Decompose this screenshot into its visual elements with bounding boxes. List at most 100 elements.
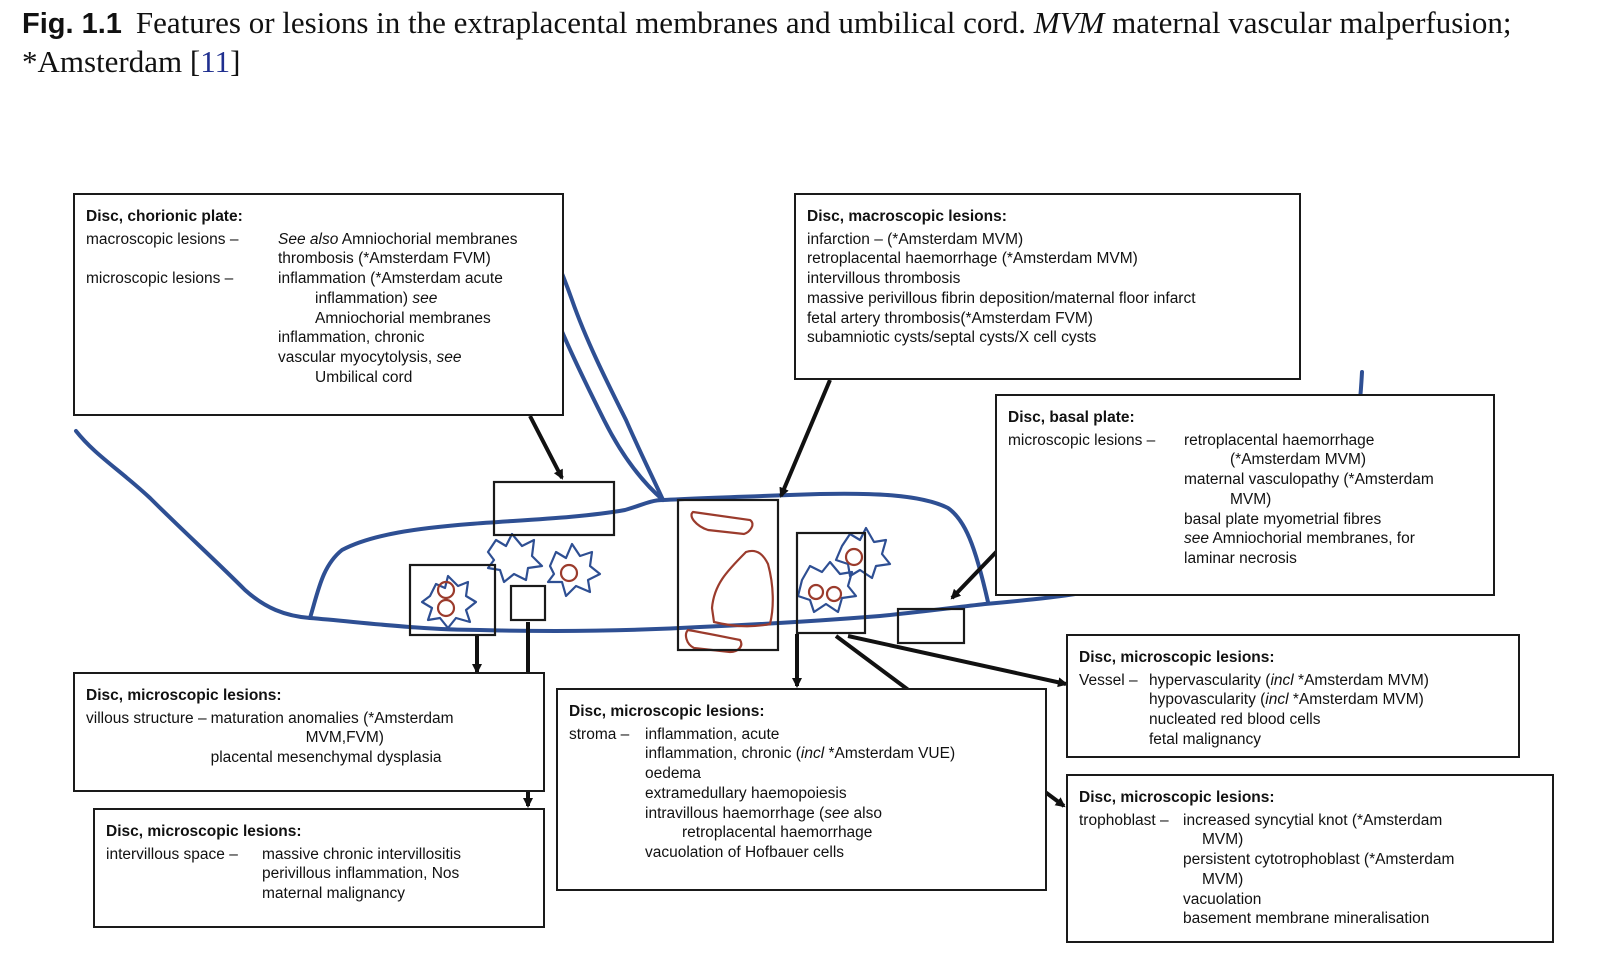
lesion-item: retroplacental haemorrhage (*Amsterdam M… — [807, 250, 1138, 268]
arrow-chorionic-plate — [528, 415, 564, 480]
caption-text-c: *Amsterdam [ — [22, 44, 201, 79]
see-text: see — [436, 348, 462, 366]
see-text: see — [824, 804, 850, 822]
micro-row: microscopic lesions – inflammation (*Ams… — [86, 269, 551, 387]
lesion-circle-1 — [436, 580, 456, 600]
lesion-item: perivillous inflammation, Nos — [262, 865, 460, 883]
row-label: villous structure – — [86, 709, 207, 727]
vessel-row: Vessel – hypervascularity (incl *Amsterd… — [1079, 671, 1507, 750]
caption-reference-link[interactable]: 11 — [200, 44, 231, 79]
region-stroma — [795, 531, 867, 635]
lesion-item: vacuolation of Hofbauer cells — [645, 843, 845, 861]
lesion-item: persistent cytotrophoblast (*Amsterdam — [1183, 851, 1455, 869]
lesion-item: Amniochorial membranes — [341, 230, 518, 248]
lesion-item: maternal vasculopathy (*Amsterdam — [1184, 471, 1434, 489]
box-title: Disc, chorionic plate: — [86, 208, 243, 225]
trophoblast-row: trophoblast – increased syncytial knot (… — [1079, 811, 1541, 929]
infarct-shape-2 — [710, 549, 774, 628]
box-title: Disc, basal plate: — [1008, 409, 1135, 426]
lesion-item: fetal artery thrombosis(*Amsterdam FVM) — [807, 309, 1093, 327]
row-label: microscopic lesions – — [86, 270, 234, 288]
stroma-row: stroma – inflammation, acute inflammatio… — [569, 725, 1034, 863]
infarct-shape-3 — [684, 628, 743, 654]
caption-text-b: maternal vascular malperfusion; — [1112, 5, 1512, 40]
lesion-item: Amniochorial membranes, for — [1212, 530, 1415, 548]
lesion-item: MVM) — [1202, 870, 1244, 888]
lesion-item: also — [853, 804, 882, 822]
arrow-basal-plate — [950, 546, 1002, 600]
lesion-circle-5 — [807, 583, 825, 601]
lesion-circle-4 — [844, 547, 864, 567]
lesion-circle-6 — [825, 585, 843, 603]
box-basal-plate: Disc, basal plate: microscopic lesions –… — [995, 394, 1495, 596]
lesion-item: placental mesenchymal dysplasia — [210, 749, 442, 767]
region-intervillous — [509, 584, 547, 622]
villus-outline-5 — [796, 560, 858, 614]
lesion-item: nucleated red blood cells — [1149, 711, 1321, 729]
lesion-item: vacuolation — [1183, 890, 1262, 908]
lesion-item: maturation anomalies (*Amsterdam — [210, 709, 454, 727]
box-trophoblast: Disc, microscopic lesions: trophoblast –… — [1066, 774, 1554, 943]
row-label: stroma – — [569, 725, 630, 743]
villous-row: villous structure – maturation anomalies… — [86, 709, 532, 768]
lesion-item: laminar necrosis — [1184, 549, 1297, 567]
lesion-item: inflammation, chronic — [278, 329, 425, 347]
row-label: macroscopic lesions – — [86, 230, 239, 248]
see-text: see — [412, 289, 438, 307]
region-basal-plate — [896, 607, 966, 645]
see-also-text: See also — [278, 230, 339, 248]
lesion-item: massive chronic intervillositis — [262, 845, 461, 863]
region-macroscopic — [676, 498, 780, 652]
box-title: Disc, microscopic lesions: — [86, 687, 282, 704]
box-title: Disc, microscopic lesions: — [569, 703, 765, 720]
lesion-item: MVM) — [1202, 831, 1244, 849]
lesion-circle-2 — [436, 598, 456, 618]
box-stroma: Disc, microscopic lesions: stroma – infl… — [556, 688, 1047, 891]
box-title: Disc, microscopic lesions: — [106, 823, 302, 840]
lesion-item: oedema — [645, 765, 702, 783]
lesion-item: retroplacental haemorrhage — [1184, 431, 1375, 449]
villus-outline-4 — [834, 526, 892, 580]
lesion-item: MVM,FVM) — [305, 729, 384, 747]
lesion-item: inflammation, chronic ( — [645, 745, 801, 763]
lesion-item: Amniochorial membranes — [315, 309, 491, 327]
lesion-item: vascular myocytolysis, — [278, 348, 433, 366]
incl-text: incl — [1265, 691, 1289, 709]
lesion-item: basement membrane mineralisation — [1183, 910, 1430, 928]
disc-basal-outline — [308, 602, 987, 633]
lesion-item: infarction – (*Amsterdam MVM) — [807, 230, 1024, 248]
caption-abbr: MVM — [1033, 5, 1105, 40]
figure-label: Fig. 1.1 — [22, 8, 122, 40]
lesion-item: retroplacental haemorrhage — [682, 824, 873, 842]
box-title: Disc, microscopic lesions: — [1079, 649, 1275, 666]
row-label: Vessel – — [1079, 671, 1138, 689]
lesion-item: fetal malignancy — [1149, 730, 1262, 748]
lesion-item: hypovascularity ( — [1149, 691, 1266, 709]
box-intervillous-space: Disc, microscopic lesions: intervillous … — [93, 808, 545, 928]
lesion-item: (*Amsterdam MVM) — [1230, 451, 1367, 469]
see-text: see — [1184, 530, 1209, 548]
intervillous-row: intervillous space – massive chronic int… — [106, 845, 532, 904]
villus-outline-1 — [420, 574, 478, 630]
box-macroscopic-lesions: Disc, macroscopic lesions: infarction – … — [794, 193, 1301, 380]
macro-row: macroscopic lesions – See also Amniochor… — [86, 230, 551, 269]
lesion-item: hypervascularity ( — [1149, 671, 1271, 689]
incl-text: incl — [800, 745, 825, 763]
box-title: Disc, microscopic lesions: — [1079, 789, 1275, 806]
arrow-macroscopic — [779, 379, 832, 498]
lesion-item: intravillous haemorrhage ( — [645, 804, 825, 822]
lesion-item: inflammation) — [315, 289, 409, 307]
box-chorionic-plate: Disc, chorionic plate: macroscopic lesio… — [73, 193, 564, 416]
incl-text: incl — [1270, 671, 1294, 689]
lesion-item: intervillous thrombosis — [807, 270, 961, 288]
arrow-vessel — [847, 634, 1068, 688]
membrane-line-left — [74, 429, 312, 620]
box-title: Disc, macroscopic lesions: — [807, 208, 1007, 225]
row-label: intervillous space – — [106, 845, 238, 863]
lesion-item: basal plate myometrial fibres — [1184, 510, 1382, 528]
lesion-item: *Amsterdam VUE) — [828, 745, 956, 763]
lesion-item: maternal malignancy — [262, 885, 406, 903]
lesion-item: *Amsterdam MVM) — [1298, 671, 1429, 689]
lesion-item: subamniotic cysts/septal cysts/X cell cy… — [807, 329, 1097, 347]
